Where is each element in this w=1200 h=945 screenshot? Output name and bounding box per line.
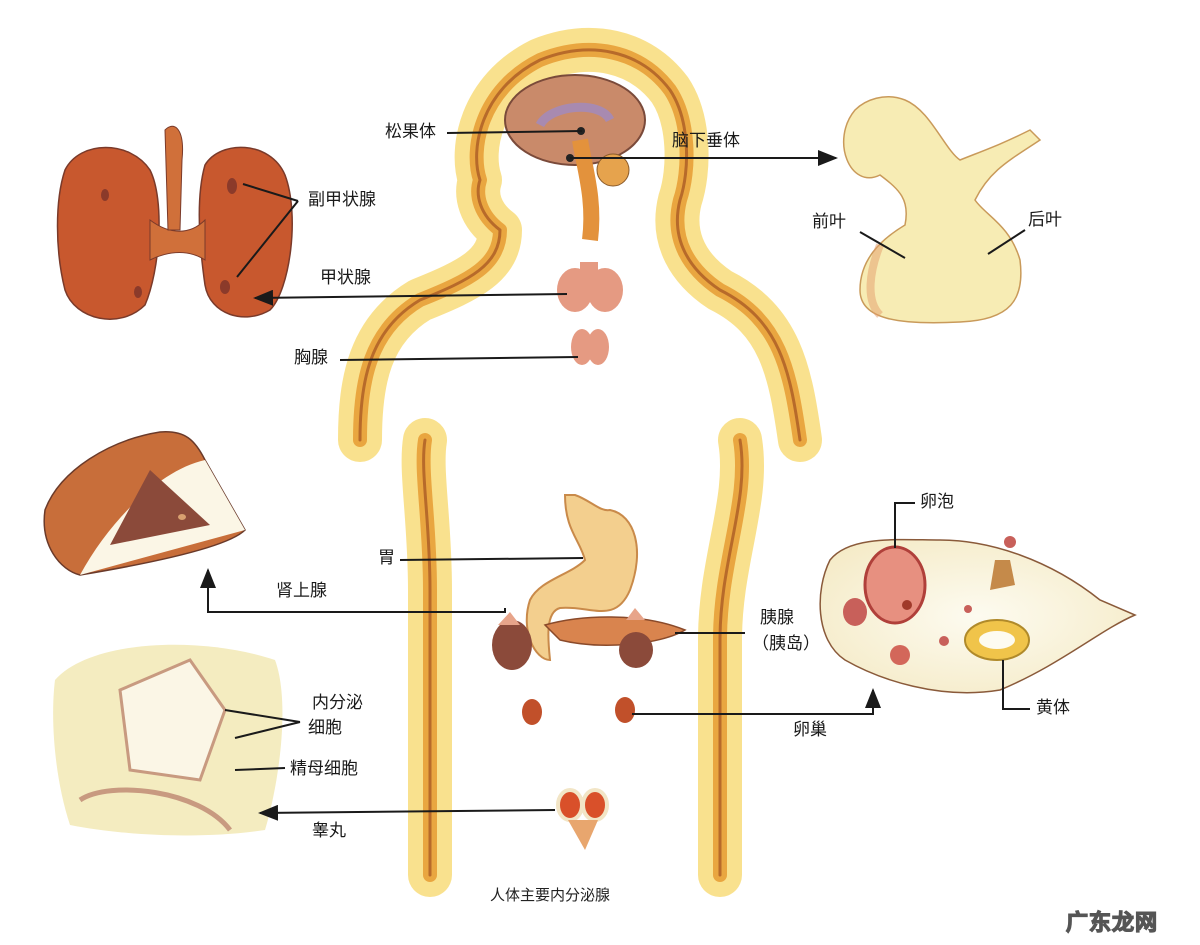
leader-lines xyxy=(200,130,1030,821)
stomach-illustration xyxy=(525,494,638,662)
adrenal-illustration xyxy=(43,431,246,576)
endocrine-leader-1 xyxy=(224,709,301,723)
label-pineal: 松果体 xyxy=(385,122,436,142)
endocrine-leader-2 xyxy=(234,721,301,739)
parathyroid-leader-2 xyxy=(236,200,299,278)
spermatocyte-leader xyxy=(234,767,286,771)
label-thymus: 胸腺 xyxy=(294,348,328,368)
body-silhouette xyxy=(338,28,822,897)
label-pancreas: 胰腺 xyxy=(760,608,794,628)
testis-arrow xyxy=(258,804,556,821)
label-testis: 睾丸 xyxy=(312,821,346,841)
pituitary-illustration xyxy=(842,96,1042,324)
brain-illustration xyxy=(504,74,646,241)
label-ovary: 卵巢 xyxy=(793,720,827,740)
label-endocrine-cells-line1: 内分泌 xyxy=(312,693,363,713)
testis-tissue-illustration xyxy=(53,644,283,836)
follicle-leader xyxy=(894,502,915,548)
label-thyroid: 甲状腺 xyxy=(320,268,371,288)
thymus-leader xyxy=(339,356,579,361)
thyroid-illustration xyxy=(56,125,293,320)
testes-small xyxy=(556,788,609,850)
pineal-leader xyxy=(446,130,583,134)
label-adrenal: 肾上腺 xyxy=(276,581,327,601)
label-spermatocyte: 精母细胞 xyxy=(290,759,358,779)
stomach-leader xyxy=(399,557,584,561)
ovary-arrow xyxy=(632,688,881,715)
figure-caption: 人体主要内分泌腺 xyxy=(490,886,611,904)
label-anterior-lobe: 前叶 xyxy=(812,212,846,232)
thyroid-arrow xyxy=(253,289,568,306)
corpus-luteum-leader xyxy=(1002,660,1030,710)
adrenal-arrow xyxy=(200,568,506,613)
label-parathyroid: 副甲状腺 xyxy=(308,190,376,210)
kidneys-adrenals xyxy=(492,608,653,670)
label-pituitary: 脑下垂体 xyxy=(672,131,740,151)
thyroid-small xyxy=(557,262,623,312)
label-follicle: 卵泡 xyxy=(920,492,954,512)
label-pancreas-islet: （胰岛） xyxy=(752,634,820,654)
ovary-illustration xyxy=(819,536,1137,694)
pancreas-illustration xyxy=(543,616,687,646)
watermark: 广东龙网 xyxy=(1065,910,1159,936)
label-corpus-luteum: 黄体 xyxy=(1036,698,1070,718)
parathyroid-leader-1 xyxy=(242,183,299,202)
ovaries-small xyxy=(522,697,635,725)
posterior-lobe-leader xyxy=(987,229,1026,255)
anterior-lobe-leader xyxy=(859,231,906,259)
label-stomach: 胃 xyxy=(378,548,395,568)
thymus-small xyxy=(571,329,609,365)
label-endocrine-cells-line2: 细胞 xyxy=(308,718,342,738)
label-posterior-lobe: 后叶 xyxy=(1028,210,1062,230)
